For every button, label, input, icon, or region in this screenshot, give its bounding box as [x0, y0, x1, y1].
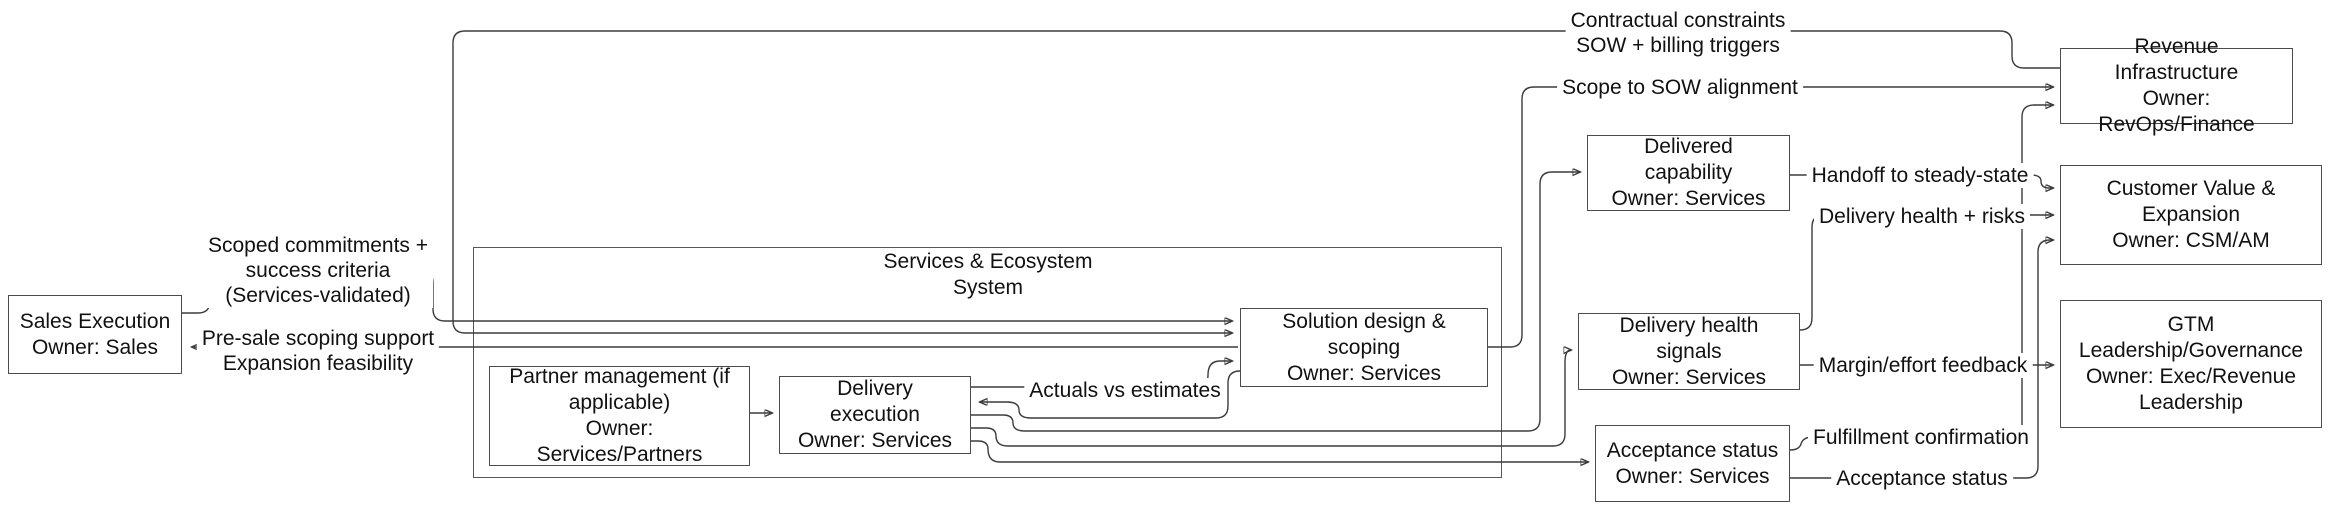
node-acceptance-status: Acceptance status Owner: Services	[1595, 425, 1790, 502]
label-acceptance-status: Acceptance status	[1831, 466, 2013, 491]
node-gtm-leadership-owner: Owner: Exec/Revenue Leadership	[2085, 365, 2297, 414]
label-scoped-commitments-line3: (Services-validated)	[225, 284, 411, 307]
node-partner-management-owner: Owner: Services/Partners	[536, 417, 703, 466]
label-scoped-commitments-line2: success criteria	[245, 259, 391, 282]
node-partner-management: Partner management (if applicable) Owner…	[489, 365, 750, 466]
services-ecosystem-container	[473, 247, 1502, 478]
node-revenue-infrastructure: Revenue Infrastructure Owner: RevOps/Fin…	[2060, 35, 2293, 136]
label-contractual-constraints: Contractual constraints SOW + billing tr…	[1565, 8, 1791, 58]
node-delivered-capability: Delivered capability Owner: Services	[1587, 135, 1790, 211]
edge-fulfillment-confirmation	[1789, 105, 2053, 451]
edge-handoff-steady-state	[1790, 174, 2053, 188]
node-revenue-infrastructure-owner: Owner: RevOps/Finance	[2098, 87, 2255, 136]
label-contractual-constraints-line2: SOW + billing triggers	[1576, 34, 1780, 57]
label-scope-to-sow: Scope to SOW alignment	[1557, 75, 1803, 100]
label-fulfillment-confirmation: Fulfillment confirmation	[1808, 425, 2034, 450]
node-delivery-health-signals: Delivery health signals Owner: Services	[1578, 313, 1800, 390]
label-actuals-vs-estimates: Actuals vs estimates	[1024, 378, 1226, 403]
node-solution-design-title: Solution design & scoping	[1282, 309, 1446, 359]
node-delivered-capability-owner: Owner: Services	[1611, 187, 1766, 210]
node-customer-value-expansion-owner: Owner: CSM/AM	[2112, 229, 2270, 252]
node-solution-design: Solution design & scoping Owner: Service…	[1240, 308, 1488, 387]
edge-delivery-to-acceptance	[971, 440, 1588, 462]
node-acceptance-status-owner: Owner: Services	[1615, 464, 1770, 488]
node-partner-management-title: Partner management (if applicable)	[509, 365, 730, 414]
node-solution-design-owner: Owner: Services	[1286, 361, 1442, 385]
edge-delivery-to-delivered-capability	[971, 172, 1580, 432]
edge-solution-to-delivery	[980, 370, 1241, 419]
node-customer-value-expansion-title: Customer Value & Expansion	[2106, 177, 2276, 226]
services-ecosystem-title-line2: System	[952, 276, 1023, 299]
label-pre-sale-support-line1: Pre-sale scoping support	[201, 327, 435, 350]
label-pre-sale-support: Pre-sale scoping support Expansion feasi…	[196, 326, 440, 376]
edge-delivery-health-risks	[1799, 215, 2053, 331]
node-sales-execution: Sales Execution Owner: Sales	[8, 295, 182, 374]
node-delivery-execution: Delivery execution Owner: Services	[779, 376, 971, 454]
node-customer-value-expansion: Customer Value & Expansion Owner: CSM/AM	[2060, 165, 2322, 265]
label-handoff-steady-state: Handoff to steady-state	[1806, 163, 2034, 188]
label-pre-sale-support-line2: Expansion feasibility	[222, 352, 414, 375]
node-delivered-capability-title: Delivered capability	[1644, 135, 1733, 184]
node-delivery-health-signals-owner: Owner: Services	[1611, 365, 1767, 389]
node-delivery-execution-title: Delivery execution	[830, 377, 920, 426]
node-revenue-infrastructure-title: Revenue Infrastructure	[2114, 35, 2239, 84]
node-gtm-leadership-title: GTM Leadership/Governance	[2078, 313, 2304, 362]
edge-delivery-to-health-signals	[971, 350, 1571, 447]
services-ecosystem-title-line1: Services & Ecosystem	[883, 250, 1093, 273]
services-ecosystem-title: Services & Ecosystem System	[884, 249, 1093, 301]
label-scoped-commitments-line1: Scoped commitments +	[207, 234, 429, 257]
node-sales-execution-owner: Owner: Sales	[31, 335, 159, 359]
node-delivery-execution-owner: Owner: Services	[797, 429, 953, 452]
label-contractual-constraints-line1: Contractual constraints	[1570, 9, 1786, 32]
label-delivery-health-risks: Delivery health + risks	[1814, 204, 2030, 229]
label-scoped-commitments: Scoped commitments + success criteria (S…	[202, 233, 434, 308]
node-acceptance-status-title: Acceptance status	[1606, 438, 1779, 462]
edge-acceptance-status	[1790, 240, 2053, 479]
node-delivery-health-signals-title: Delivery health signals	[1619, 313, 1759, 363]
label-margin-effort-feedback: Margin/effort feedback	[1813, 353, 2033, 378]
node-gtm-leadership: GTM Leadership/Governance Owner: Exec/Re…	[2060, 300, 2322, 428]
node-sales-execution-title: Sales Execution	[19, 309, 171, 333]
edge-scope-to-sow	[1488, 87, 2053, 348]
edge-contractual-constraints	[452, 30, 2060, 333]
